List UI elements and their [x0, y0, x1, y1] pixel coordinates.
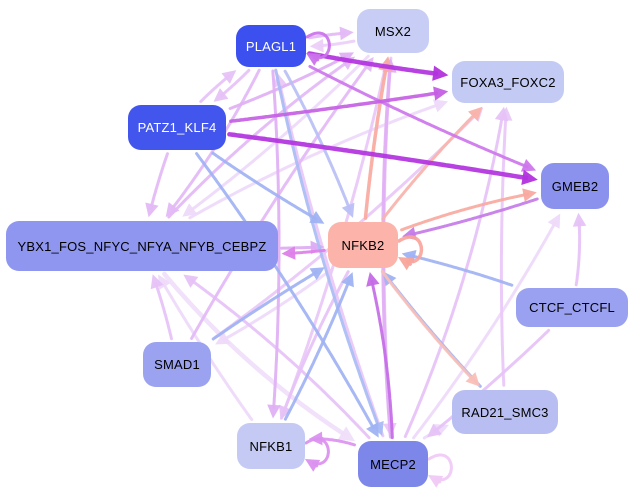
- edge-NFKB2-SMAD1: [215, 269, 331, 345]
- node-label: RAD21_SMC3: [461, 404, 549, 420]
- edge-MECP2-GMEB2: [412, 213, 561, 440]
- edge-PLAGL1-GMEB2: [308, 64, 537, 172]
- node-MECP2[interactable]: MECP2: [358, 441, 428, 487]
- edge-PATZ1_KLF4-YBX1_FOS_NFYC_NFYA_NFYB_CEBPZ: [145, 152, 169, 218]
- node-RAD21_SMC3[interactable]: RAD21_SMC3: [452, 390, 558, 434]
- node-MSX2[interactable]: MSX2: [357, 9, 429, 53]
- edge-MECP2-NFKB2: [366, 272, 394, 440]
- edge-PATZ1_KLF4-FOXA3_FOXC2: [229, 86, 449, 123]
- edge-NFKB2-NFKB1: [279, 270, 350, 420]
- node-FOXA3_FOXC2[interactable]: FOXA3_FOXC2: [452, 61, 564, 103]
- edge-NFKB2-RAD21_SMC3: [380, 270, 480, 387]
- edge-RAD21_SMC3-FOXA3_FOXC2: [498, 106, 513, 387]
- node-GMEB2[interactable]: GMEB2: [541, 163, 609, 209]
- node-CTCF_CTCFL[interactable]: CTCF_CTCFL: [516, 288, 628, 327]
- edge-loop-NFKB2: [397, 235, 424, 271]
- edge-GMEB2-NFKB2: [402, 197, 539, 241]
- node-label: MSX2: [374, 23, 412, 39]
- edge-CTCF_CTCFL-NFKB2: [401, 250, 514, 287]
- edge-NFKB2-GMEB2: [400, 188, 537, 232]
- edge-NFKB1-NFKB2: [283, 272, 354, 421]
- node-PATZ1_KLF4[interactable]: PATZ1_KLF4: [128, 105, 226, 150]
- node-label: PLAGL1: [245, 38, 297, 54]
- edge-NFKB2-YBX1_FOS_NFYC_NFYA_NFYB_CEBPZ: [281, 246, 326, 260]
- edge-loop-NFKB1: [304, 437, 330, 472]
- node-label: YBX1_FOS_NFYC_NFYA_NFYB_CEBPZ: [17, 238, 267, 254]
- edge-MECP2-YBX1_FOS_NFYC_NFYA_NFYB_CEBPZ: [183, 274, 371, 440]
- edge-PLAGL1-NFKB2: [283, 69, 355, 218]
- node-YBX1_FOS_NFYC_NFYA_NFYB_CEBPZ[interactable]: YBX1_FOS_NFYC_NFYA_NFYB_CEBPZ: [6, 221, 278, 271]
- edge-loop-PLAGL1: [305, 31, 331, 66]
- edge-PLAGL1-FOXA3_FOXC2: [307, 51, 449, 81]
- edge-MECP2-FOXA3_FOXC2: [403, 106, 509, 438]
- node-label: NFKB2: [341, 237, 385, 253]
- edge-SMAD1-NFKB2: [211, 267, 325, 341]
- edge-MSX2-PLAGL1: [309, 38, 356, 53]
- edge-MSX2-YBX1_FOS_NFYC_NFYA_NFYB_CEBPZ: [182, 54, 370, 217]
- node-label: GMEB2: [551, 178, 599, 194]
- edge-SMAD1-YBX1_FOS_NFYC_NFYA_NFYB_CEBPZ: [150, 274, 173, 341]
- edge-YBX1_FOS_NFYC_NFYA_NFYB_CEBPZ-FOXA3_FOXC2: [188, 99, 448, 220]
- edge-PATZ1_KLF4-GMEB2: [227, 132, 538, 185]
- node-label: MECP2: [370, 456, 416, 472]
- edge-PATZ1_KLF4-NFKB2: [211, 151, 325, 224]
- node-SMAD1[interactable]: SMAD1: [143, 342, 211, 387]
- edge-PLAGL1-MSX2: [308, 26, 354, 41]
- edge-loop-MECP2: [427, 453, 453, 488]
- node-NFKB2[interactable]: NFKB2: [328, 222, 398, 268]
- node-label: FOXA3_FOXC2: [460, 74, 556, 90]
- node-NFKB1[interactable]: NFKB1: [237, 423, 305, 469]
- edge-PATZ1_KLF4-PLAGL1: [199, 70, 237, 103]
- node-label: PATZ1_KLF4: [137, 120, 217, 135]
- node-label: SMAD1: [154, 357, 200, 372]
- edge-PLAGL1-NFKB1: [267, 69, 281, 419]
- edge-CTCF_CTCFL-GMEB2: [572, 212, 587, 287]
- node-label: NFKB1: [249, 438, 293, 454]
- edge-YBX1_FOS_NFYC_NFYA_NFYB_CEBPZ-MECP2: [162, 271, 355, 442]
- edge-PLAGL1-PATZ1_KLF4: [213, 68, 251, 102]
- edge-PATZ1_KLF4-MECP2: [195, 152, 379, 438]
- node-PLAGL1[interactable]: PLAGL1: [236, 25, 306, 67]
- node-label: CTCF_CTCFL: [529, 300, 615, 315]
